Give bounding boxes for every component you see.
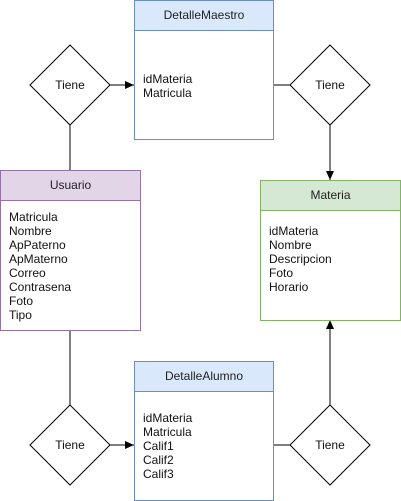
- entity-attribute: Tipo: [9, 308, 32, 322]
- relationship-diamond-usuario-alumno[interactable]: [29, 404, 111, 486]
- entity-materia-title: Materia: [261, 181, 400, 211]
- relationship-diamond-alumno-materia[interactable]: [289, 404, 371, 486]
- relationship-label-maestro-materia: Tiene: [315, 78, 345, 92]
- entity-attribute: Calif2: [143, 453, 174, 467]
- entity-attribute: Matricula: [143, 425, 192, 439]
- entity-detallealumno-title: DetalleAlumno: [135, 362, 273, 392]
- relationship-diamond-usuario-maestro[interactable]: [29, 44, 111, 126]
- entity-attribute: idMateria: [269, 224, 319, 238]
- entity-attribute: Matricula: [9, 210, 58, 224]
- entity-detallemaestro-title: DetalleMaestro: [135, 1, 273, 31]
- entity-attribute: Contrasena: [9, 280, 72, 294]
- entity-attribute: idMateria: [143, 411, 193, 425]
- entity-attribute: Descripcion: [269, 252, 332, 266]
- entity-attribute: Matricula: [143, 86, 192, 100]
- entity-attribute: idMateria: [143, 72, 193, 86]
- relationship-label-usuario-alumno: Tiene: [55, 438, 85, 452]
- entity-usuario-title: Usuario: [1, 171, 140, 201]
- relationship-label-usuario-maestro: Tiene: [55, 78, 85, 92]
- entity-attribute: Nombre: [9, 224, 52, 238]
- entity-attribute: ApPaterno: [9, 238, 66, 252]
- entity-attribute: Foto: [9, 294, 34, 308]
- entity-attribute: ApMaterno: [9, 252, 68, 266]
- entity-attribute: Nombre: [269, 238, 312, 252]
- relationship-diamond-maestro-materia[interactable]: [289, 44, 371, 126]
- entity-attribute: Horario: [269, 280, 309, 294]
- entity-attribute: Calif1: [143, 439, 174, 453]
- entity-attribute: Calif3: [143, 467, 174, 481]
- entity-attribute: Foto: [269, 266, 294, 280]
- entity-attribute: Correo: [9, 266, 46, 280]
- relationship-label-alumno-materia: Tiene: [315, 438, 345, 452]
